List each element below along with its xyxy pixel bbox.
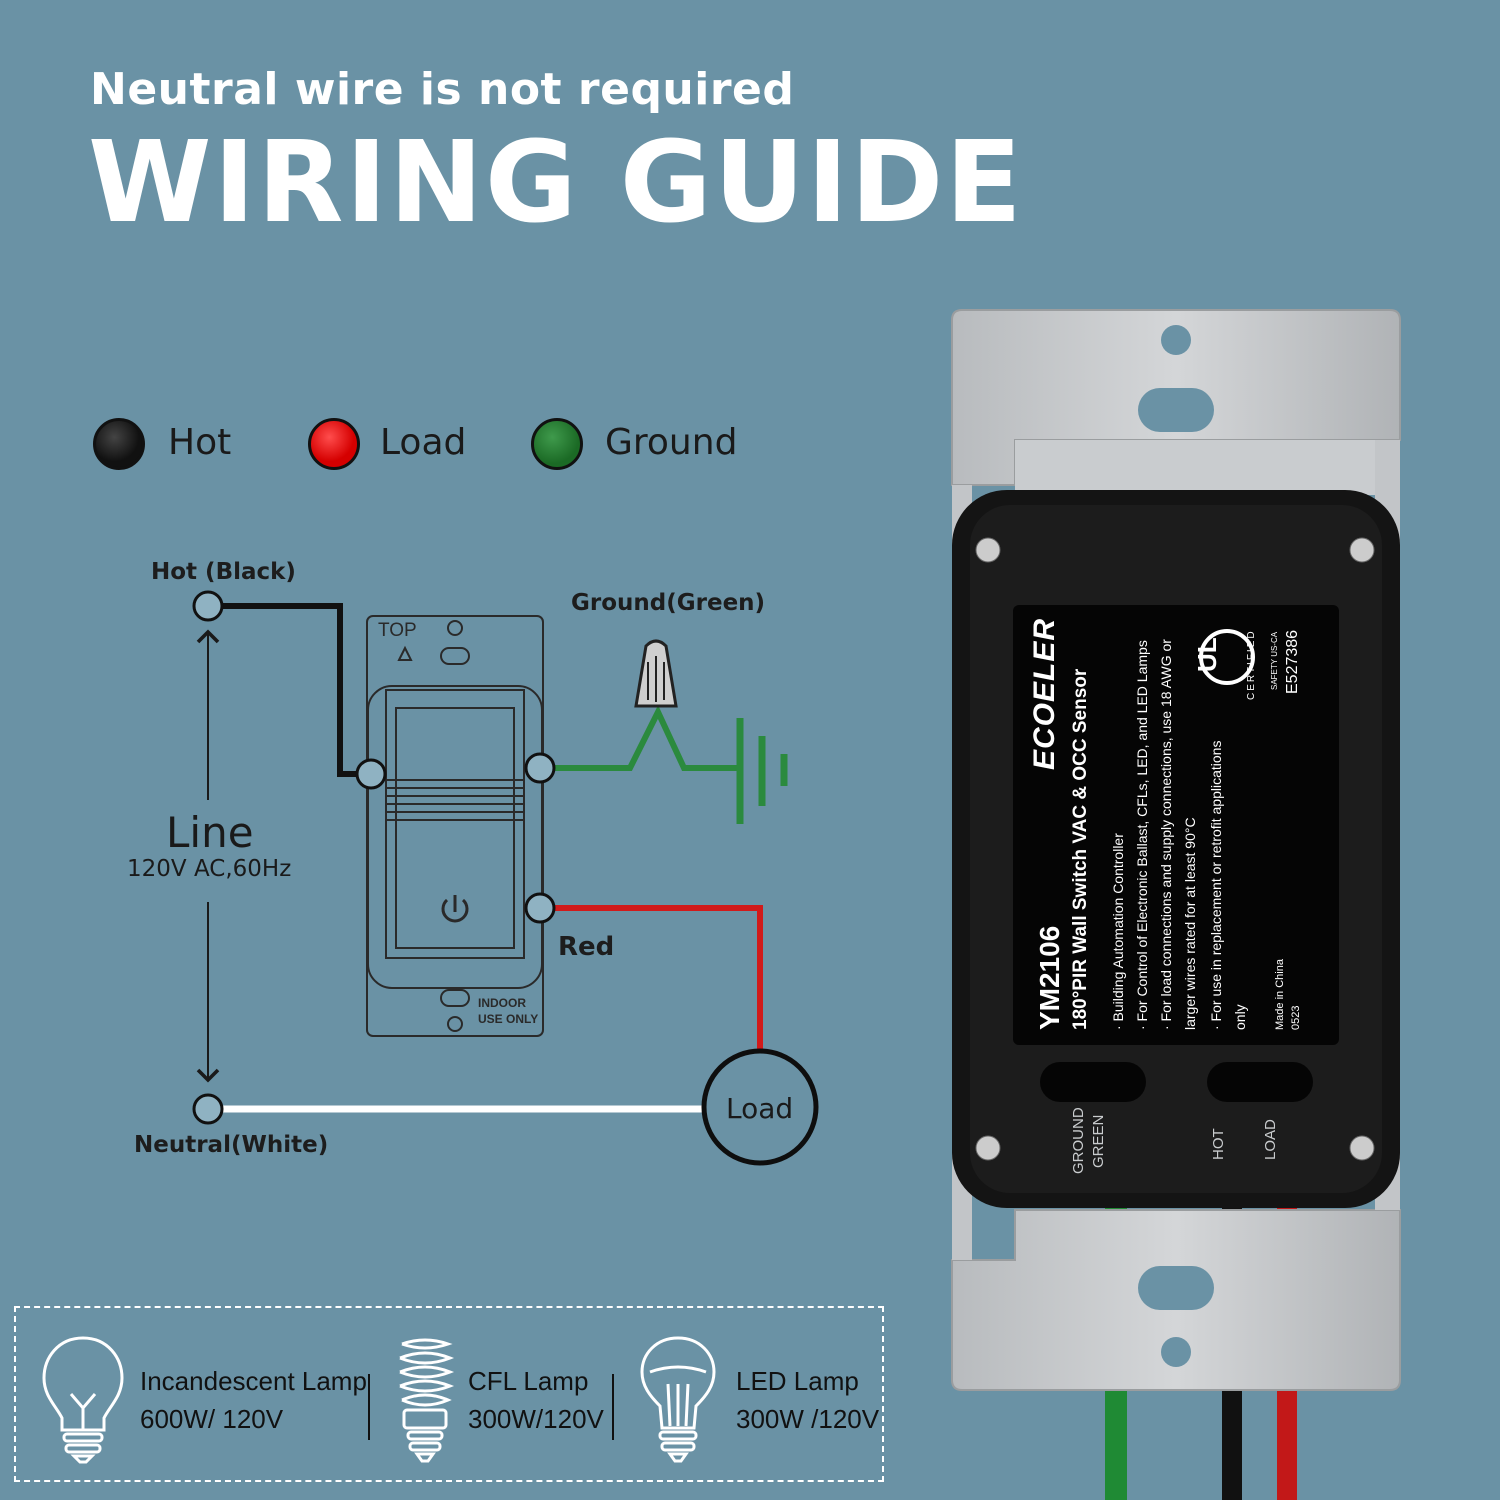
ground-wire-label: Ground(Green) [571,590,766,616]
cert-safety: SAFETY US-CA [1270,631,1279,690]
switch-indoor-label-1: INDOOR [478,996,526,1010]
plate-screw-hole-top [1161,325,1191,355]
wire-tag-hot: HOT [1210,1128,1227,1160]
lamp-rating-led: 300W /120V [736,1404,880,1434]
wire-tag-ground: GROUND [1070,1107,1087,1174]
module-label-panel [1013,605,1339,1045]
switch-ground-terminal [524,752,556,784]
incandescent-bulb-icon [42,1336,124,1464]
hot-wire-label: Hot (Black) [151,559,296,585]
lamp-rating-cfl: 300W/120V [468,1404,604,1434]
wire-tag-load: LOAD [1262,1119,1279,1160]
plate-slot-bottom [1138,1266,1214,1310]
switch-load-terminal [524,892,556,924]
switch-hot-terminal [355,758,387,790]
neutral-wire-label: Neutral(White) [134,1132,329,1158]
wire-nut-icon [634,639,678,708]
ground-legend-label: Ground [605,422,738,463]
line-spec: 120V AC,60Hz [127,856,292,882]
line-label: Line [166,808,254,857]
wire-exit-left [1040,1062,1146,1102]
hot-legend-dot [93,418,145,470]
lamp-divider-1 [368,1374,370,1440]
led-bulb-icon [640,1336,716,1463]
load-legend-dot [308,418,360,470]
cert-text: CERTIFIED [1246,629,1257,700]
lamp-name-incandescent: Incandescent Lamp [140,1366,367,1396]
product-bullet-2: · For Control of Electronic Ballast, CFL… [1134,640,1150,1030]
cfl-bulb-icon [399,1338,455,1463]
lamp-name-cfl: CFL Lamp [468,1366,589,1396]
wire-tag-green: GREEN [1090,1114,1107,1168]
ul-mark-icon [1199,629,1255,685]
date-code: 0523 [1290,1005,1302,1030]
module-screws [975,537,1375,1161]
hot-terminal [192,590,224,622]
module-label-text-block: ECOELER YM2106 180°PIR Wall Switch VAC &… [1014,600,1344,1040]
wiring-diagram [192,590,819,1166]
product-image [951,309,1401,1500]
product-bullet-6: only [1232,1004,1248,1030]
made-in-label: Made in China [1274,959,1286,1030]
red-wire-label: Red [558,932,615,962]
plate-screw-hole-bottom [1161,1337,1191,1367]
page-title: WIRING GUIDE [88,118,1024,248]
switch-top-label: TOP [378,620,417,641]
subtitle: Neutral wire is not required [90,64,795,115]
product-bullet-1: · Building Automation Controller [1110,833,1126,1030]
lamp-rating-incandescent: 600W/ 120V [140,1404,284,1434]
hot-legend-label: Hot [168,422,232,463]
ul-mark-text: UL [1192,637,1222,672]
brand-logo: ECOELER [1028,617,1061,770]
wire-exit-right [1207,1062,1313,1102]
switch-indoor-label-2: USE ONLY [478,1012,539,1026]
plate-slot-top [1138,388,1214,432]
lamp-divider-2 [612,1374,614,1440]
load-circle [701,1048,819,1166]
product-bullet-3: · For load connections and supply connec… [1158,639,1174,1030]
cert-number: E527386 [1284,629,1301,694]
neutral-terminal [192,1093,224,1125]
load-wire [554,905,763,1050]
ground-legend-dot [531,418,583,470]
load-label: Load [726,1092,794,1125]
product-description: 180°PIR Wall Switch VAC & OCC Sensor [1070,668,1091,1030]
product-bullet-5: · For use in replacement or retrofit app… [1208,740,1224,1030]
plate-center-top [1015,440,1375,495]
hot-wire [222,603,358,777]
lamp-name-led: LED Lamp [736,1366,859,1396]
lamp-panel: Incandescent Lamp 600W/ 120V CFL Lamp 30… [14,1306,884,1482]
product-bullet-4: larger wires rated for at least 90°C [1182,817,1198,1030]
load-legend-label: Load [380,422,467,463]
switch-drawing [366,615,544,1037]
model-number: YM2106 [1034,925,1065,1030]
ground-wire [554,705,740,771]
